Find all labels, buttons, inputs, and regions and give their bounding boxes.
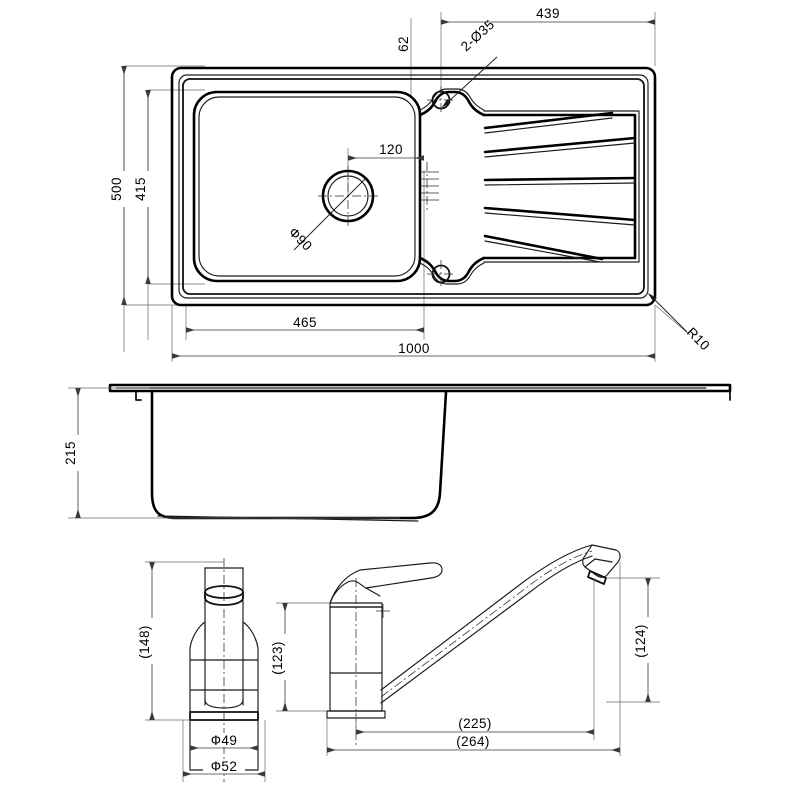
sink-rim-inner-line [178, 74, 649, 299]
dim-225-label: (225) [458, 716, 492, 731]
tap-front-view: (148) Ф49 Ф52 [137, 558, 266, 782]
tap-hole-leader-line [441, 56, 498, 108]
tap-spout-lower [380, 555, 593, 704]
tap-lever-pivot [347, 580, 367, 589]
top-view-sink: 2-Ø35 Ф90 439 62 120 500 415 465 1000 [109, 6, 713, 362]
tap-lever-join [365, 587, 381, 597]
tap-boss-bottom [418, 256, 486, 283]
dim-439-label: 439 [536, 6, 560, 21]
dim-148-label: (148) [137, 625, 152, 659]
dim-124-label: (124) [633, 624, 648, 658]
corner-radius-leader [647, 292, 688, 333]
dim-123-label: (123) [270, 641, 285, 675]
dim-465-label: 465 [293, 315, 317, 330]
tap-spout-head [582, 544, 621, 578]
tap-spout-upper [380, 544, 593, 691]
tap-lever-underside [329, 581, 349, 604]
tap-hole-bottom [427, 260, 455, 288]
dim-415-label: 415 [133, 177, 148, 201]
dim-62-label: 62 [396, 36, 411, 52]
tap-lever-handle [329, 562, 443, 604]
tap-front-body-shoulders [189, 621, 259, 713]
side-view-sink: 215 [63, 383, 732, 522]
dim-1000-label: 1000 [398, 341, 430, 356]
tap-handle-marker [376, 604, 390, 618]
drainboard-outline [482, 113, 637, 260]
overflow-slot-marks [421, 162, 439, 210]
dim-500-label: 500 [109, 177, 124, 201]
sink-bowl-inner [198, 96, 416, 277]
tap-front-inner-column [204, 621, 244, 706]
drain-dia-leader-line [293, 177, 367, 251]
tap-spout-aerator [587, 570, 607, 585]
side-view-left-lip [135, 390, 142, 401]
dim-120-label: 120 [379, 142, 403, 157]
tap-spout-centerline [380, 550, 593, 698]
dim-215-label: 215 [63, 441, 78, 465]
drainboard-grooves [483, 111, 637, 263]
tap-boss-top-inner [419, 88, 485, 111]
dim-49-label: Ф49 [211, 733, 237, 748]
tap-boss-bottom-inner [419, 262, 485, 285]
sink-bowl-outline [192, 90, 422, 283]
sink-rim-inner-line-2 [182, 78, 645, 295]
dim-264-label: (264) [456, 734, 490, 749]
tap-spout-head-facet [584, 558, 613, 568]
sink-outer-rim [170, 66, 657, 307]
drainboard-outline-inner [483, 110, 640, 263]
tap-side-view: (123) (124) (225) (264) [270, 544, 660, 756]
side-view-bowl-base-line [157, 515, 419, 522]
dim-52-label: Ф52 [211, 759, 237, 774]
tap-boss-top [418, 90, 486, 117]
